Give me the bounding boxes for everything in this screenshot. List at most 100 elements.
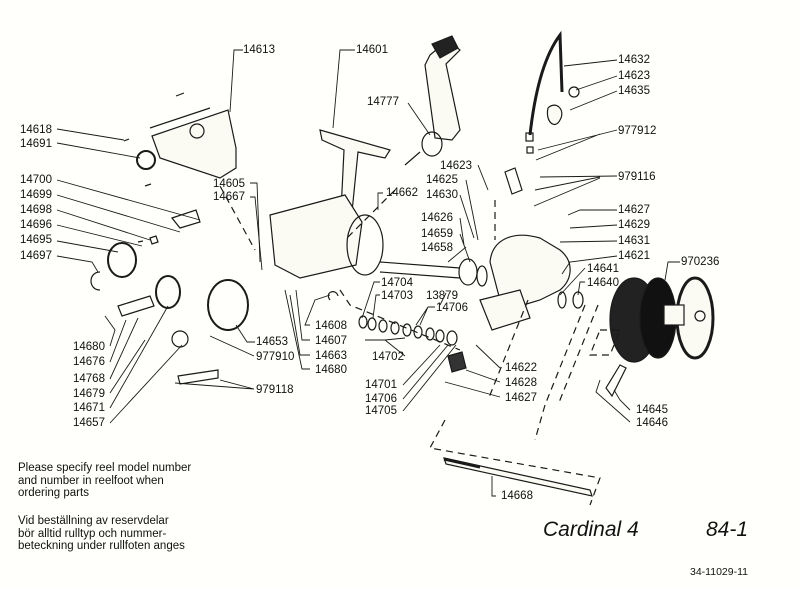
leader-line xyxy=(305,295,330,325)
part-label-14679: 14679 xyxy=(73,388,105,400)
leader-line xyxy=(110,318,138,379)
leader-line xyxy=(570,225,617,228)
spool-shaft-part xyxy=(444,459,480,467)
spool-shaft-part xyxy=(444,458,592,496)
bearing-part xyxy=(458,258,478,286)
part-label-14631: 14631 xyxy=(618,235,650,247)
ordering-note-english: Please specify reel model number and num… xyxy=(18,462,191,500)
assembly-line xyxy=(545,305,585,405)
assembly-line xyxy=(220,186,255,250)
rotor-cup-part xyxy=(480,290,530,330)
bail-washer-part xyxy=(568,86,580,98)
oscillator-part xyxy=(118,296,154,316)
assembly-line xyxy=(488,300,528,400)
part-label-14645: 14645 xyxy=(636,404,668,416)
part-label-14629: 14629 xyxy=(618,219,650,231)
gear-part xyxy=(107,242,137,278)
part-label-14623: 14623 xyxy=(618,70,650,82)
note-line: ordering parts xyxy=(18,487,89,499)
leader-line xyxy=(534,176,617,206)
leader-line xyxy=(110,320,126,362)
part-label-14701: 14701 xyxy=(365,379,397,391)
leader-line xyxy=(230,50,243,112)
leader-line xyxy=(250,197,262,270)
spool-washer-part xyxy=(557,291,567,309)
part-label-14657: 14657 xyxy=(73,417,105,429)
reel-body-part xyxy=(270,195,362,278)
leader-line xyxy=(57,195,180,232)
part-label-14608: 14608 xyxy=(315,320,347,332)
leader-line xyxy=(57,210,150,240)
part-label-14662: 14662 xyxy=(386,187,418,199)
part-label-14703: 14703 xyxy=(381,290,413,302)
gear-part xyxy=(138,236,158,244)
leader-line xyxy=(250,183,260,262)
leader-line xyxy=(445,382,500,397)
leader-line xyxy=(576,76,617,90)
leader-line xyxy=(408,103,430,135)
washer-part xyxy=(171,330,189,348)
part-label-14700: 14700 xyxy=(20,174,52,186)
part-label-14699: 14699 xyxy=(20,189,52,201)
page-number: 84-1 xyxy=(706,518,749,541)
leader-line xyxy=(110,345,182,423)
part-label-14621: 14621 xyxy=(618,250,650,262)
part-label-14641: 14641 xyxy=(587,263,619,275)
clip-part xyxy=(328,292,338,300)
leader-line xyxy=(290,295,310,355)
part-label-14607: 14607 xyxy=(315,335,347,347)
leader-line xyxy=(560,241,617,242)
leader-line xyxy=(416,307,435,325)
leader-line xyxy=(466,180,478,240)
part-label-14691: 14691 xyxy=(20,138,52,150)
part-label-979116: 979116 xyxy=(618,171,656,183)
leader-line xyxy=(492,476,496,496)
leader-line xyxy=(236,325,255,342)
part-label-14646: 14646 xyxy=(636,417,668,429)
part-label-14601: 14601 xyxy=(356,44,388,56)
part-label-14777: 14777 xyxy=(367,96,399,108)
part-label-14632: 14632 xyxy=(618,54,650,66)
leader-line xyxy=(57,241,118,252)
leader-line xyxy=(175,380,254,389)
leader-line xyxy=(460,218,464,245)
part-label-14622: 14622 xyxy=(505,362,537,374)
part-label-14671: 14671 xyxy=(73,402,105,414)
part-label-14695: 14695 xyxy=(20,234,52,246)
document-code: 34-11029-11 xyxy=(690,566,748,578)
part-label-14613: 14613 xyxy=(243,44,275,56)
part-label-14659: 14659 xyxy=(421,228,453,240)
main-shaft-part xyxy=(380,262,460,278)
leader-line xyxy=(466,370,500,382)
leader-line xyxy=(57,129,124,140)
spool-washer-part xyxy=(572,291,584,309)
bail-wire-part xyxy=(530,35,562,135)
bail-spacer-part xyxy=(525,132,534,142)
leader-line xyxy=(57,256,98,272)
spool-latch-part xyxy=(606,365,626,396)
note-line: beteckning under rullfoten anges xyxy=(18,540,185,552)
note-line: and number in reelfoot when xyxy=(18,474,164,487)
leader-line xyxy=(460,195,474,238)
part-label-14627: 14627 xyxy=(618,204,650,216)
part-label-14768: 14768 xyxy=(73,373,105,385)
leader-line xyxy=(665,262,680,280)
spring-part xyxy=(448,352,466,372)
bearing-part xyxy=(476,265,488,287)
part-label-14668: 14668 xyxy=(501,490,533,502)
part-label-979118: 979118 xyxy=(256,384,294,396)
assembly-line xyxy=(535,405,545,440)
part-label-14704: 14704 xyxy=(381,277,413,289)
leader-line xyxy=(476,345,500,368)
main-gear-part xyxy=(207,279,249,331)
leader-line xyxy=(596,380,630,422)
part-label-970236: 970236 xyxy=(681,256,720,268)
assembly-line xyxy=(430,420,600,505)
assembly-line xyxy=(590,330,620,355)
handle-knob-part xyxy=(432,36,458,58)
leader-line xyxy=(448,247,466,262)
leader-line xyxy=(110,340,145,393)
leader-line xyxy=(373,295,380,318)
leader-line xyxy=(57,180,200,220)
part-label-13879: 13879 xyxy=(426,290,458,302)
